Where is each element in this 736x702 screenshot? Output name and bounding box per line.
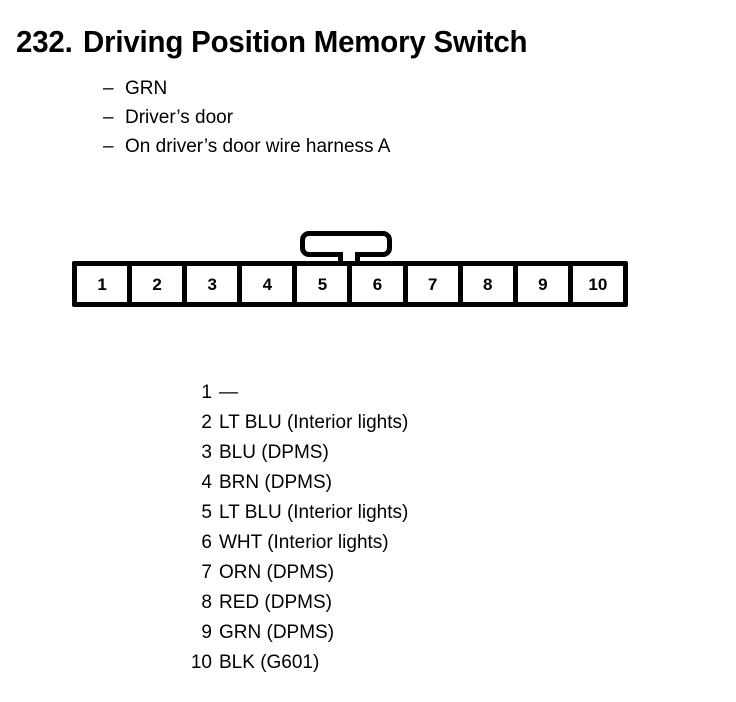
connector-body: 1 2 3 4 5 6 7 8 9 10 <box>72 261 628 307</box>
list-item-label: On driver’s door wire harness A <box>125 136 391 157</box>
pin-legend-number: 4 <box>201 472 212 493</box>
pin-legend-number: 2 <box>201 412 212 433</box>
pin-legend-desc: BLK (G601) <box>219 652 320 673</box>
page-title-number: 232. <box>16 24 73 59</box>
list-item-label: Driver’s door <box>125 107 234 128</box>
pin-legend-row: 9 GRN (DPMS) <box>120 618 408 648</box>
pin-legend-row: 3 BLU (DPMS) <box>120 438 408 468</box>
description-list: –GRN –Driver’s door –On driver’s door wi… <box>103 74 390 161</box>
list-item: –Driver’s door <box>103 103 390 132</box>
connector-pin-4: 4 <box>242 266 293 302</box>
pin-legend-desc: RED (DPMS) <box>219 592 332 613</box>
dash-icon: – <box>103 78 114 99</box>
pin-legend-number: 3 <box>201 442 212 463</box>
pin-legend-row: 10 BLK (G601) <box>120 648 408 678</box>
pin-legend-number: 1 <box>201 382 212 403</box>
connector-pin-6: 6 <box>352 266 403 302</box>
connector-pin-8: 8 <box>462 266 513 302</box>
dash-icon: – <box>103 107 114 128</box>
pin-legend-number: 8 <box>201 592 212 613</box>
page-title-text: Driving Position Memory Switch <box>83 24 528 59</box>
pin-legend-number: 7 <box>201 562 212 583</box>
connector-pin-2: 2 <box>132 266 183 302</box>
pin-legend-desc: GRN (DPMS) <box>219 622 335 643</box>
pin-legend-desc: LT BLU (Interior lights) <box>219 412 409 433</box>
connector-pin-5: 5 <box>297 266 348 302</box>
connector-pin-9: 9 <box>517 266 568 302</box>
pin-legend-row: 6 WHT (Interior lights) <box>120 528 408 558</box>
pin-legend-desc: BLU (DPMS) <box>219 442 329 463</box>
pin-legend-row: 4 BRN (DPMS) <box>120 468 408 498</box>
pin-legend-number: 5 <box>201 502 212 523</box>
list-item-label: GRN <box>125 78 168 99</box>
pin-legend-desc: ORN (DPMS) <box>219 562 335 583</box>
pin-legend-row: 5 LT BLU (Interior lights) <box>120 498 408 528</box>
connector-pin-7: 7 <box>407 266 458 302</box>
pin-legend-desc: — <box>219 382 238 403</box>
connector-pin-10: 10 <box>572 266 623 302</box>
pin-legend-desc: LT BLU (Interior lights) <box>219 502 409 523</box>
list-item: –GRN <box>103 74 390 103</box>
pin-legend-desc: WHT (Interior lights) <box>219 532 389 553</box>
pin-legend-row: 2 LT BLU (Interior lights) <box>120 408 408 438</box>
pin-legend-number: 10 <box>190 652 212 673</box>
pin-legend-number: 9 <box>201 622 212 643</box>
connector-pin-1: 1 <box>77 266 128 302</box>
pin-legend: 1 — 2 LT BLU (Interior lights) 3 BLU (DP… <box>120 378 409 678</box>
pin-legend-row: 1 — <box>120 378 408 408</box>
connector-pin-3: 3 <box>187 266 238 302</box>
pin-legend-number: 6 <box>201 532 212 553</box>
list-item: –On driver’s door wire harness A <box>103 132 390 161</box>
page-title: 232. Driving Position Memory Switch <box>16 24 528 60</box>
pin-legend-row: 7 ORN (DPMS) <box>120 558 408 588</box>
connector-diagram: 1 2 3 4 5 6 7 8 9 10 <box>72 228 628 308</box>
pin-legend-row: 8 RED (DPMS) <box>120 588 408 618</box>
pin-legend-desc: BRN (DPMS) <box>219 472 332 493</box>
dash-icon: – <box>103 136 114 157</box>
